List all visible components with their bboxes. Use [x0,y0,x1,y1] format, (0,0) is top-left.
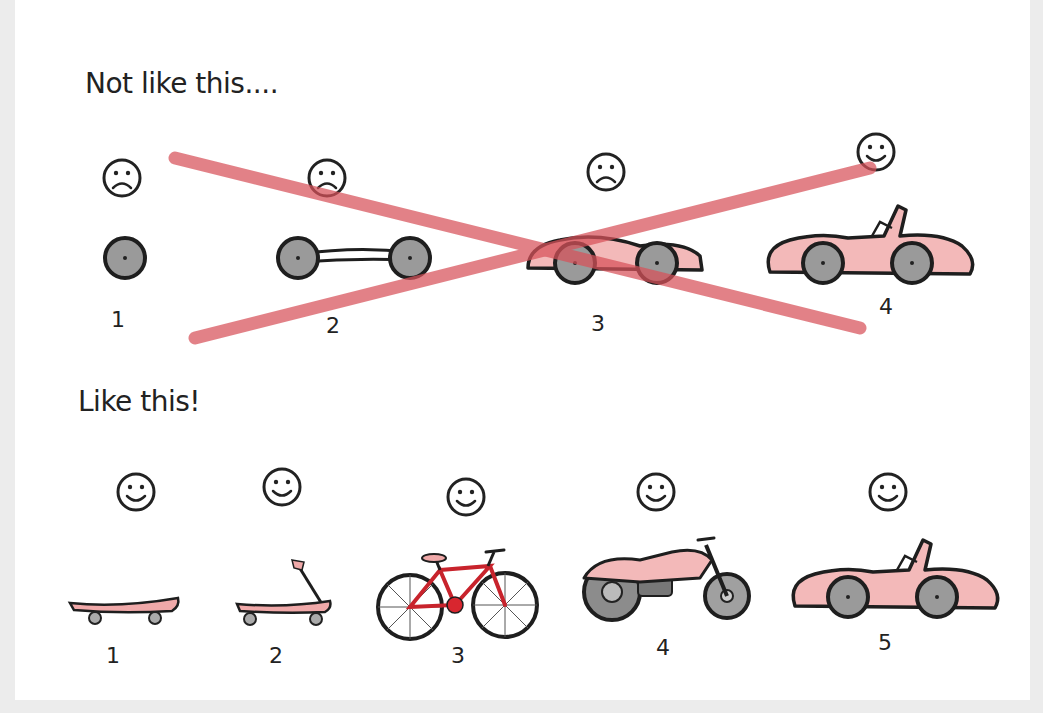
step-number: 1 [109,307,127,332]
sad-face [104,160,140,196]
step-number: 3 [589,311,607,336]
happy-face [638,474,674,510]
step-number: 4 [877,294,895,319]
cross-out [175,158,870,338]
happy-face [870,474,906,510]
step-number: 5 [876,630,894,655]
step-number: 2 [267,643,285,668]
car [768,206,972,283]
step-number: 2 [324,313,342,338]
skateboard [70,598,178,624]
motorcycle [584,538,749,620]
happy-face [264,469,300,505]
step-number: 4 [654,635,672,660]
bicycle [378,550,537,639]
single-wheel [105,238,145,278]
step-number: 1 [104,643,122,668]
car [793,540,997,617]
scooter [237,560,330,625]
wheel-axle [278,238,430,278]
step-number: 3 [449,643,467,668]
sad-face [588,154,624,190]
section-heading: Not like this.... [85,68,278,100]
happy-face [118,474,154,510]
happy-face [448,479,484,515]
section-heading: Like this! [78,386,200,418]
